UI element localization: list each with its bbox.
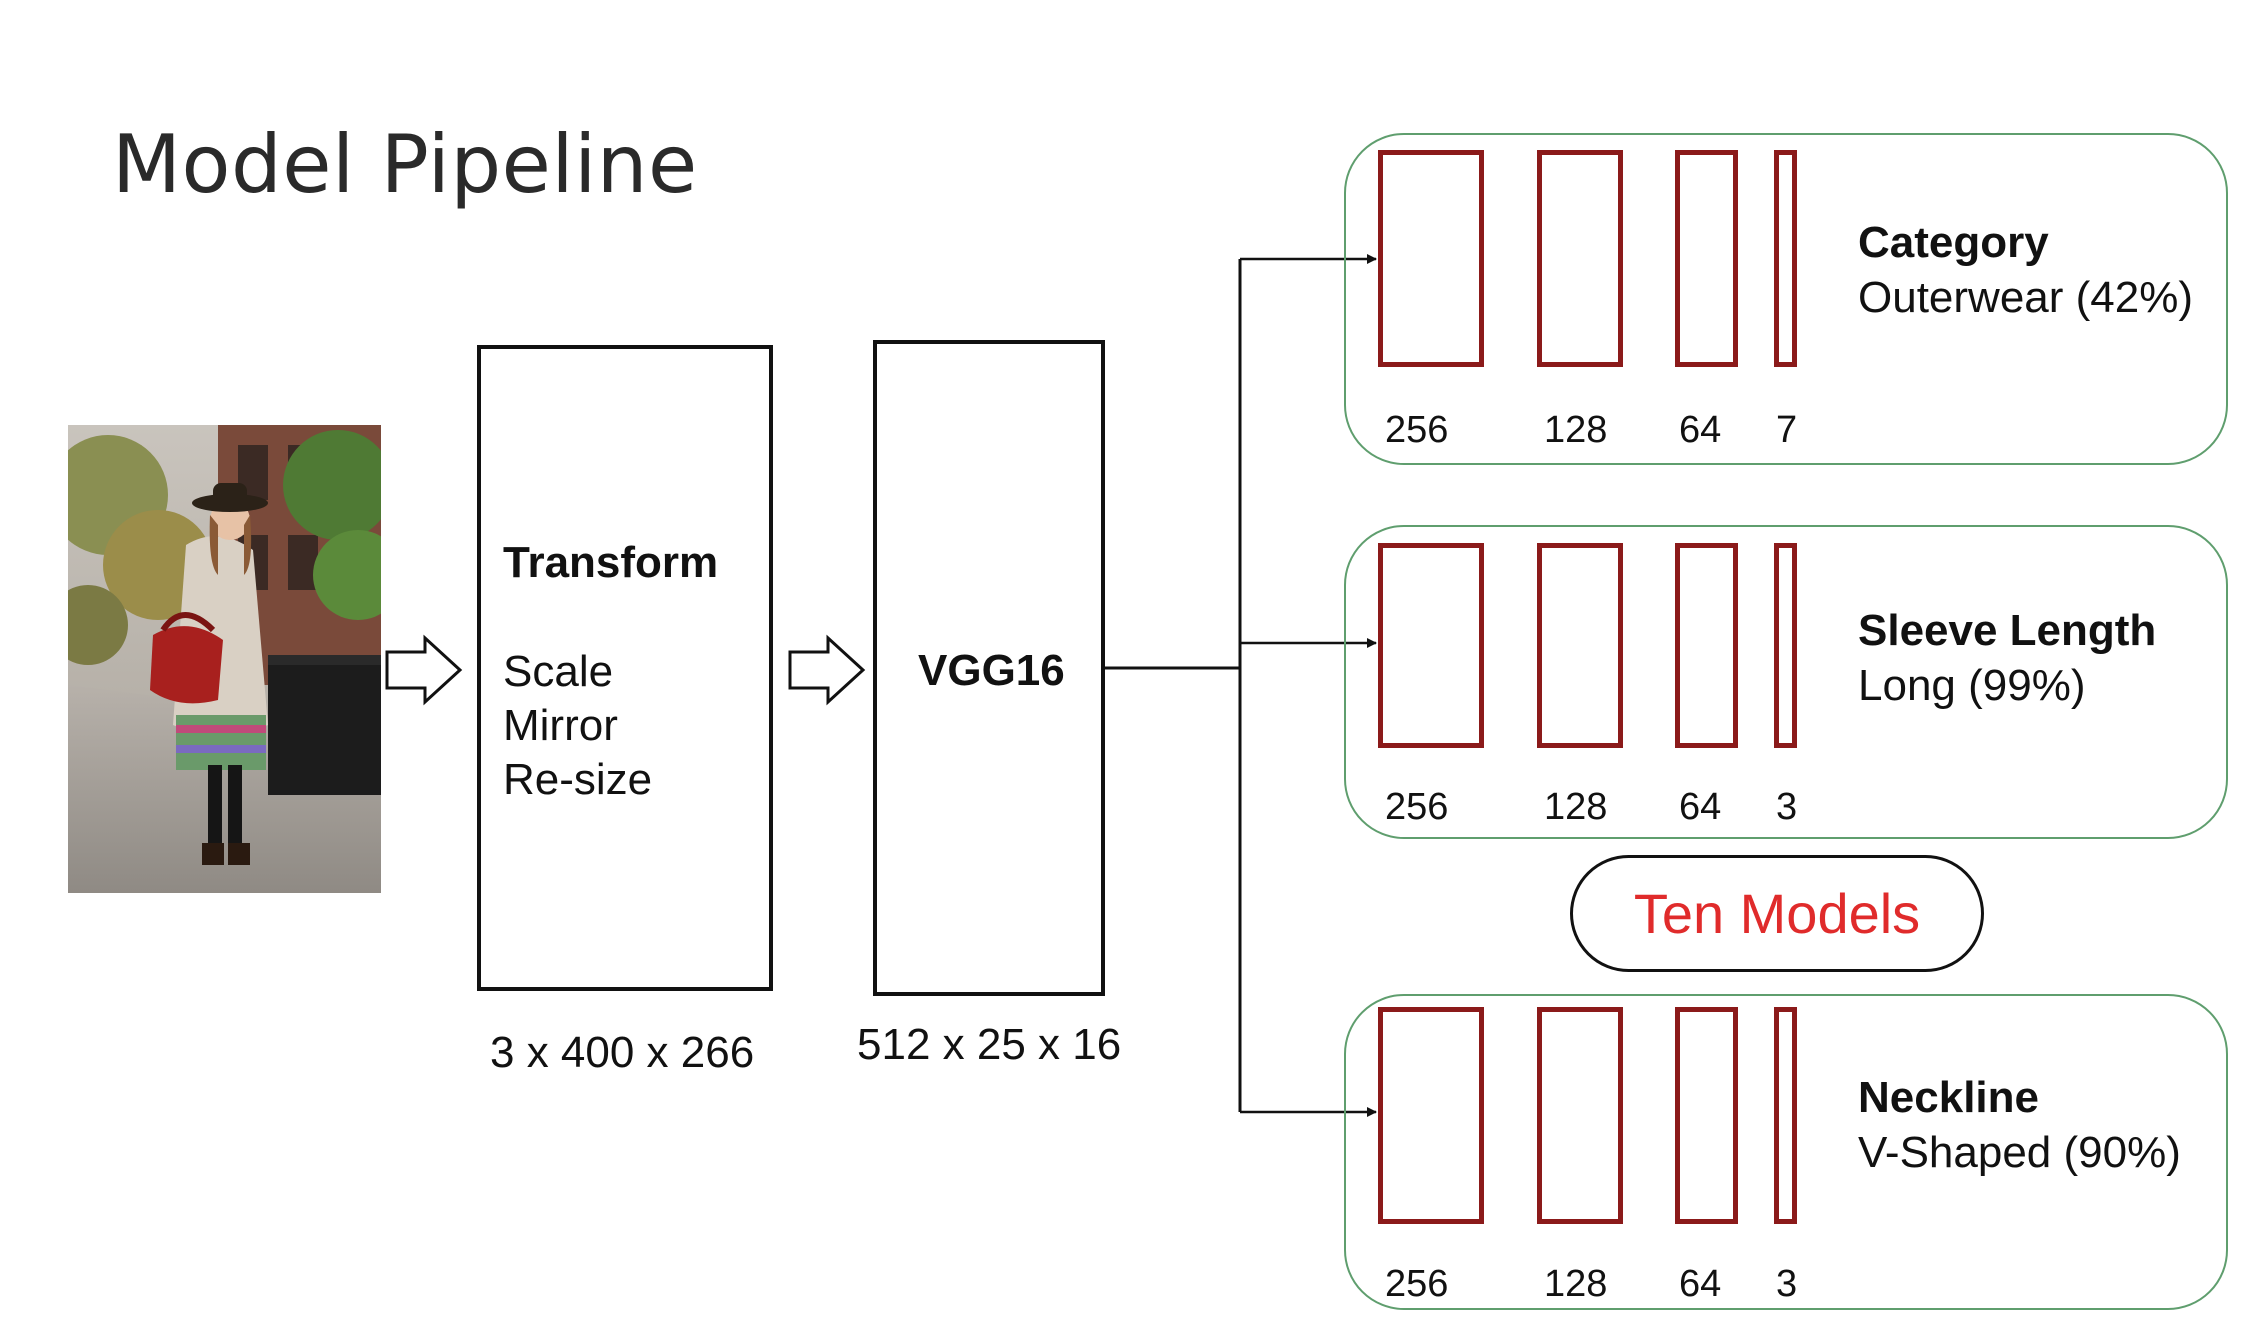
head-prediction-category: Outerwear (42%) xyxy=(1858,273,2194,322)
layer-label: 256 xyxy=(1385,409,1449,451)
layer-128 xyxy=(1537,150,1623,367)
layer-label: 256 xyxy=(1385,1263,1449,1305)
transform-step-mirror: Mirror xyxy=(503,701,618,750)
vgg16-dims: 512 x 25 x 16 xyxy=(857,1020,1122,1069)
head-title-category: Category xyxy=(1858,218,2049,267)
model-panel-sleeve-length xyxy=(1344,525,2228,839)
transform-step-resize: Re-size xyxy=(503,755,653,804)
layer-output xyxy=(1774,150,1797,367)
transform-heading: Transform xyxy=(503,538,719,587)
head-prediction-neckline: V-Shaped (90%) xyxy=(1858,1128,2181,1177)
head-title-neckline: Neckline xyxy=(1858,1073,2039,1122)
layer-output xyxy=(1774,543,1797,748)
layer-256 xyxy=(1378,1007,1484,1224)
model-panel-category xyxy=(1344,133,2228,465)
layer-256 xyxy=(1378,543,1484,748)
layer-256 xyxy=(1378,150,1484,367)
layer-label: 3 xyxy=(1776,786,1798,828)
head-title-sleeve-length: Sleeve Length xyxy=(1858,606,2157,655)
head-prediction-sleeve-length: Long (99%) xyxy=(1858,661,2086,710)
layer-output xyxy=(1774,1007,1797,1224)
vgg16-box xyxy=(873,340,1105,996)
transform-step-scale: Scale xyxy=(503,647,614,696)
layer-128 xyxy=(1537,1007,1623,1224)
layer-label: 3 xyxy=(1776,1263,1798,1305)
model-panel-neckline xyxy=(1344,994,2228,1310)
layer-label: 256 xyxy=(1385,786,1449,828)
layer-label: 128 xyxy=(1544,786,1608,828)
layer-label: 128 xyxy=(1544,1263,1608,1305)
vgg16-heading: VGG16 xyxy=(918,646,1065,695)
layer-label: 7 xyxy=(1776,409,1798,451)
page-title: Model Pipeline xyxy=(112,118,698,211)
block-arrow-1 xyxy=(385,634,463,706)
transform-box xyxy=(477,345,773,991)
layer-label: 64 xyxy=(1679,409,1722,451)
ten-models-badge: Ten Models xyxy=(1570,855,1984,972)
ten-models-label: Ten Models xyxy=(1633,882,1921,945)
layer-64 xyxy=(1675,150,1738,367)
layer-64 xyxy=(1675,1007,1738,1224)
block-arrow-2 xyxy=(788,634,866,706)
layer-64 xyxy=(1675,543,1738,748)
layer-label: 64 xyxy=(1679,786,1722,828)
layer-label: 64 xyxy=(1679,1263,1722,1305)
layer-128 xyxy=(1537,543,1623,748)
input-photo xyxy=(68,425,381,893)
transform-dims: 3 x 400 x 266 xyxy=(490,1028,755,1077)
layer-label: 128 xyxy=(1544,409,1608,451)
